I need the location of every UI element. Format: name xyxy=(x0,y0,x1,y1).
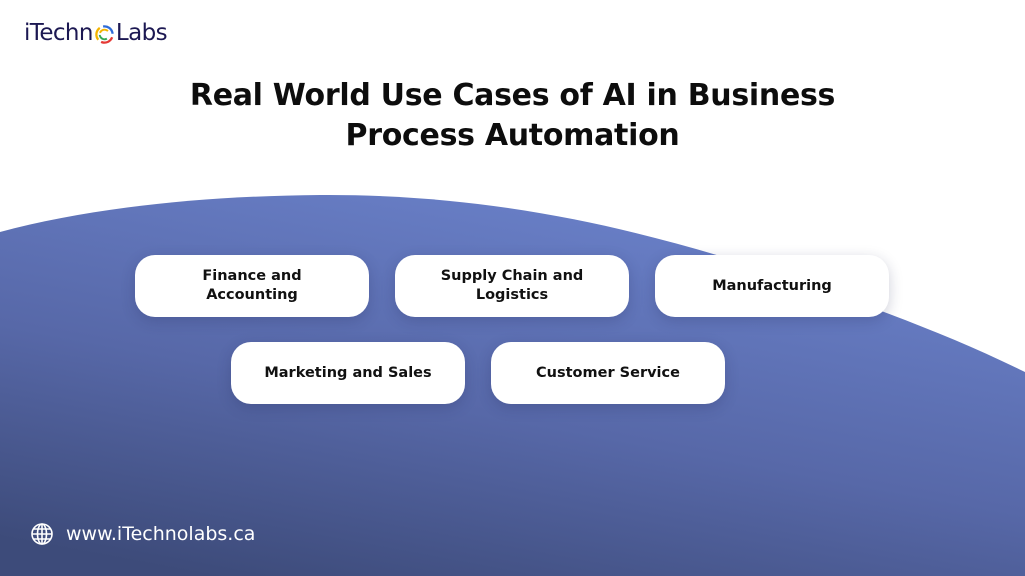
title-line-2: Process Automation xyxy=(345,118,680,153)
use-case-finance: Finance and Accounting xyxy=(135,255,369,317)
page-title: Real World Use Cases of AI in Business P… xyxy=(0,76,1025,156)
use-case-marketing: Marketing and Sales xyxy=(231,342,465,404)
use-case-manufacturing: Manufacturing xyxy=(655,255,889,317)
brand-logo: iTechn Labs xyxy=(24,20,168,46)
logo-text-suffix: Labs xyxy=(115,20,168,46)
footer-website: www.iTechnolabs.ca xyxy=(30,522,255,546)
website-url: www.iTechnolabs.ca xyxy=(66,523,256,545)
use-case-label: Manufacturing xyxy=(712,277,832,294)
use-case-customer-service: Customer Service xyxy=(491,342,725,404)
title-line-1: Real World Use Cases of AI in Business xyxy=(189,78,836,113)
logo-text-prefix: iTechn xyxy=(24,20,93,46)
use-case-label: Supply Chain and Logistics xyxy=(440,268,584,303)
logo-ring-icon xyxy=(95,25,114,44)
use-case-label: Finance and Accounting xyxy=(202,268,302,303)
use-case-label: Marketing and Sales xyxy=(264,364,432,381)
globe-icon xyxy=(31,523,53,545)
use-case-label: Customer Service xyxy=(536,364,680,381)
use-case-supply-chain: Supply Chain and Logistics xyxy=(395,255,629,317)
